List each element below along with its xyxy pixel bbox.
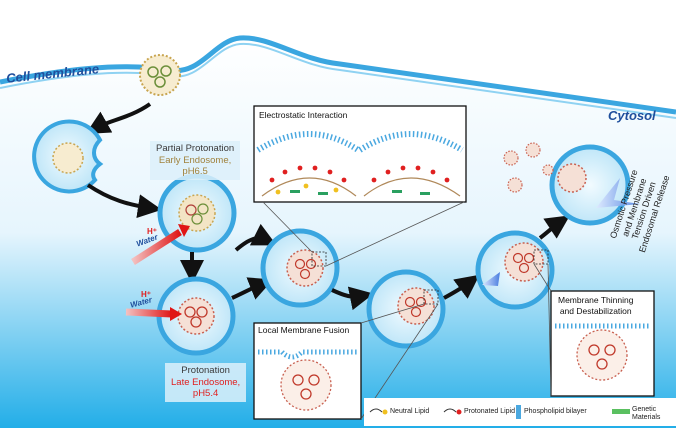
h-plus-label-1: H⁺	[147, 227, 157, 236]
legend-phospholipid-bilayer: Phospholipid bilayer	[524, 408, 587, 415]
partial-protonation-title: Partial Protonation	[156, 143, 235, 154]
arrow-late-to-fusion	[231, 277, 274, 300]
inset-fusion-connector	[360, 303, 425, 324]
thinning-label-line1: Membrane Thinning	[558, 295, 634, 305]
inset-electrostatic-connector-2	[325, 201, 465, 267]
electrostatic-label: Electrostatic Interaction	[259, 110, 348, 120]
thinning-label: Membrane Thinning and Destabilization	[558, 295, 633, 317]
early-endosome-label: Early Endosome,	[158, 154, 232, 166]
legend-genetic-materials: Genetic Materials	[632, 406, 661, 421]
thinning-label-line2: and Destabilization	[559, 306, 632, 316]
released-particles	[503, 142, 554, 193]
arrow-to-early	[86, 183, 162, 219]
endosome-thinning	[475, 230, 555, 310]
late-ph-label: pH5.4	[192, 388, 219, 399]
arrow-early-to-fusion	[234, 223, 277, 252]
protonation-arrow-2	[125, 308, 173, 318]
legend-neutral-lipid: Neutral Lipid	[390, 408, 430, 415]
cytosol-label: Cytosol	[608, 108, 656, 123]
budding-vesicle	[32, 119, 104, 194]
protonation-title: Protonation	[181, 365, 230, 376]
endocytosis-arrow	[85, 102, 152, 134]
inset-thinning-connector-2	[547, 263, 552, 397]
h-plus-label-2: H⁺	[141, 290, 151, 299]
early-ph-label: pH6.5	[182, 166, 208, 177]
protonation-label: Protonation Late Endosome, pH5.4	[165, 363, 247, 402]
legend-protonated-lipid: Protonated Lipid	[464, 408, 515, 415]
endosome-fusion	[366, 269, 446, 349]
inset-thinning	[550, 290, 655, 397]
partial-protonation-label: Partial Protonation Early Endosome, pH6.…	[150, 141, 241, 180]
legend-graphics	[364, 398, 676, 426]
arrow-to-fusion-vesicle	[331, 286, 374, 311]
local-fusion-label: Local Membrane Fusion	[258, 325, 350, 335]
inset-electrostatic	[253, 105, 467, 203]
nanoparticle-extracellular	[139, 54, 181, 96]
arrow-to-thinning	[443, 274, 480, 300]
protonation-arrowhead-1	[178, 224, 190, 237]
inset-electrostatic-connector	[262, 201, 313, 253]
cell-membrane-line	[0, 35, 676, 115]
release-vesicle	[549, 144, 640, 226]
protonation-arrowhead-2	[170, 307, 182, 321]
inset-local-fusion	[253, 322, 362, 420]
pressure-arrow-small	[482, 272, 500, 286]
endosome-interaction	[260, 228, 340, 308]
cell-membrane-inner	[0, 42, 676, 119]
protonation-arrow-1	[131, 229, 182, 265]
arrow-to-release	[538, 215, 570, 240]
late-endosome-label: Late Endosome,	[171, 376, 241, 388]
